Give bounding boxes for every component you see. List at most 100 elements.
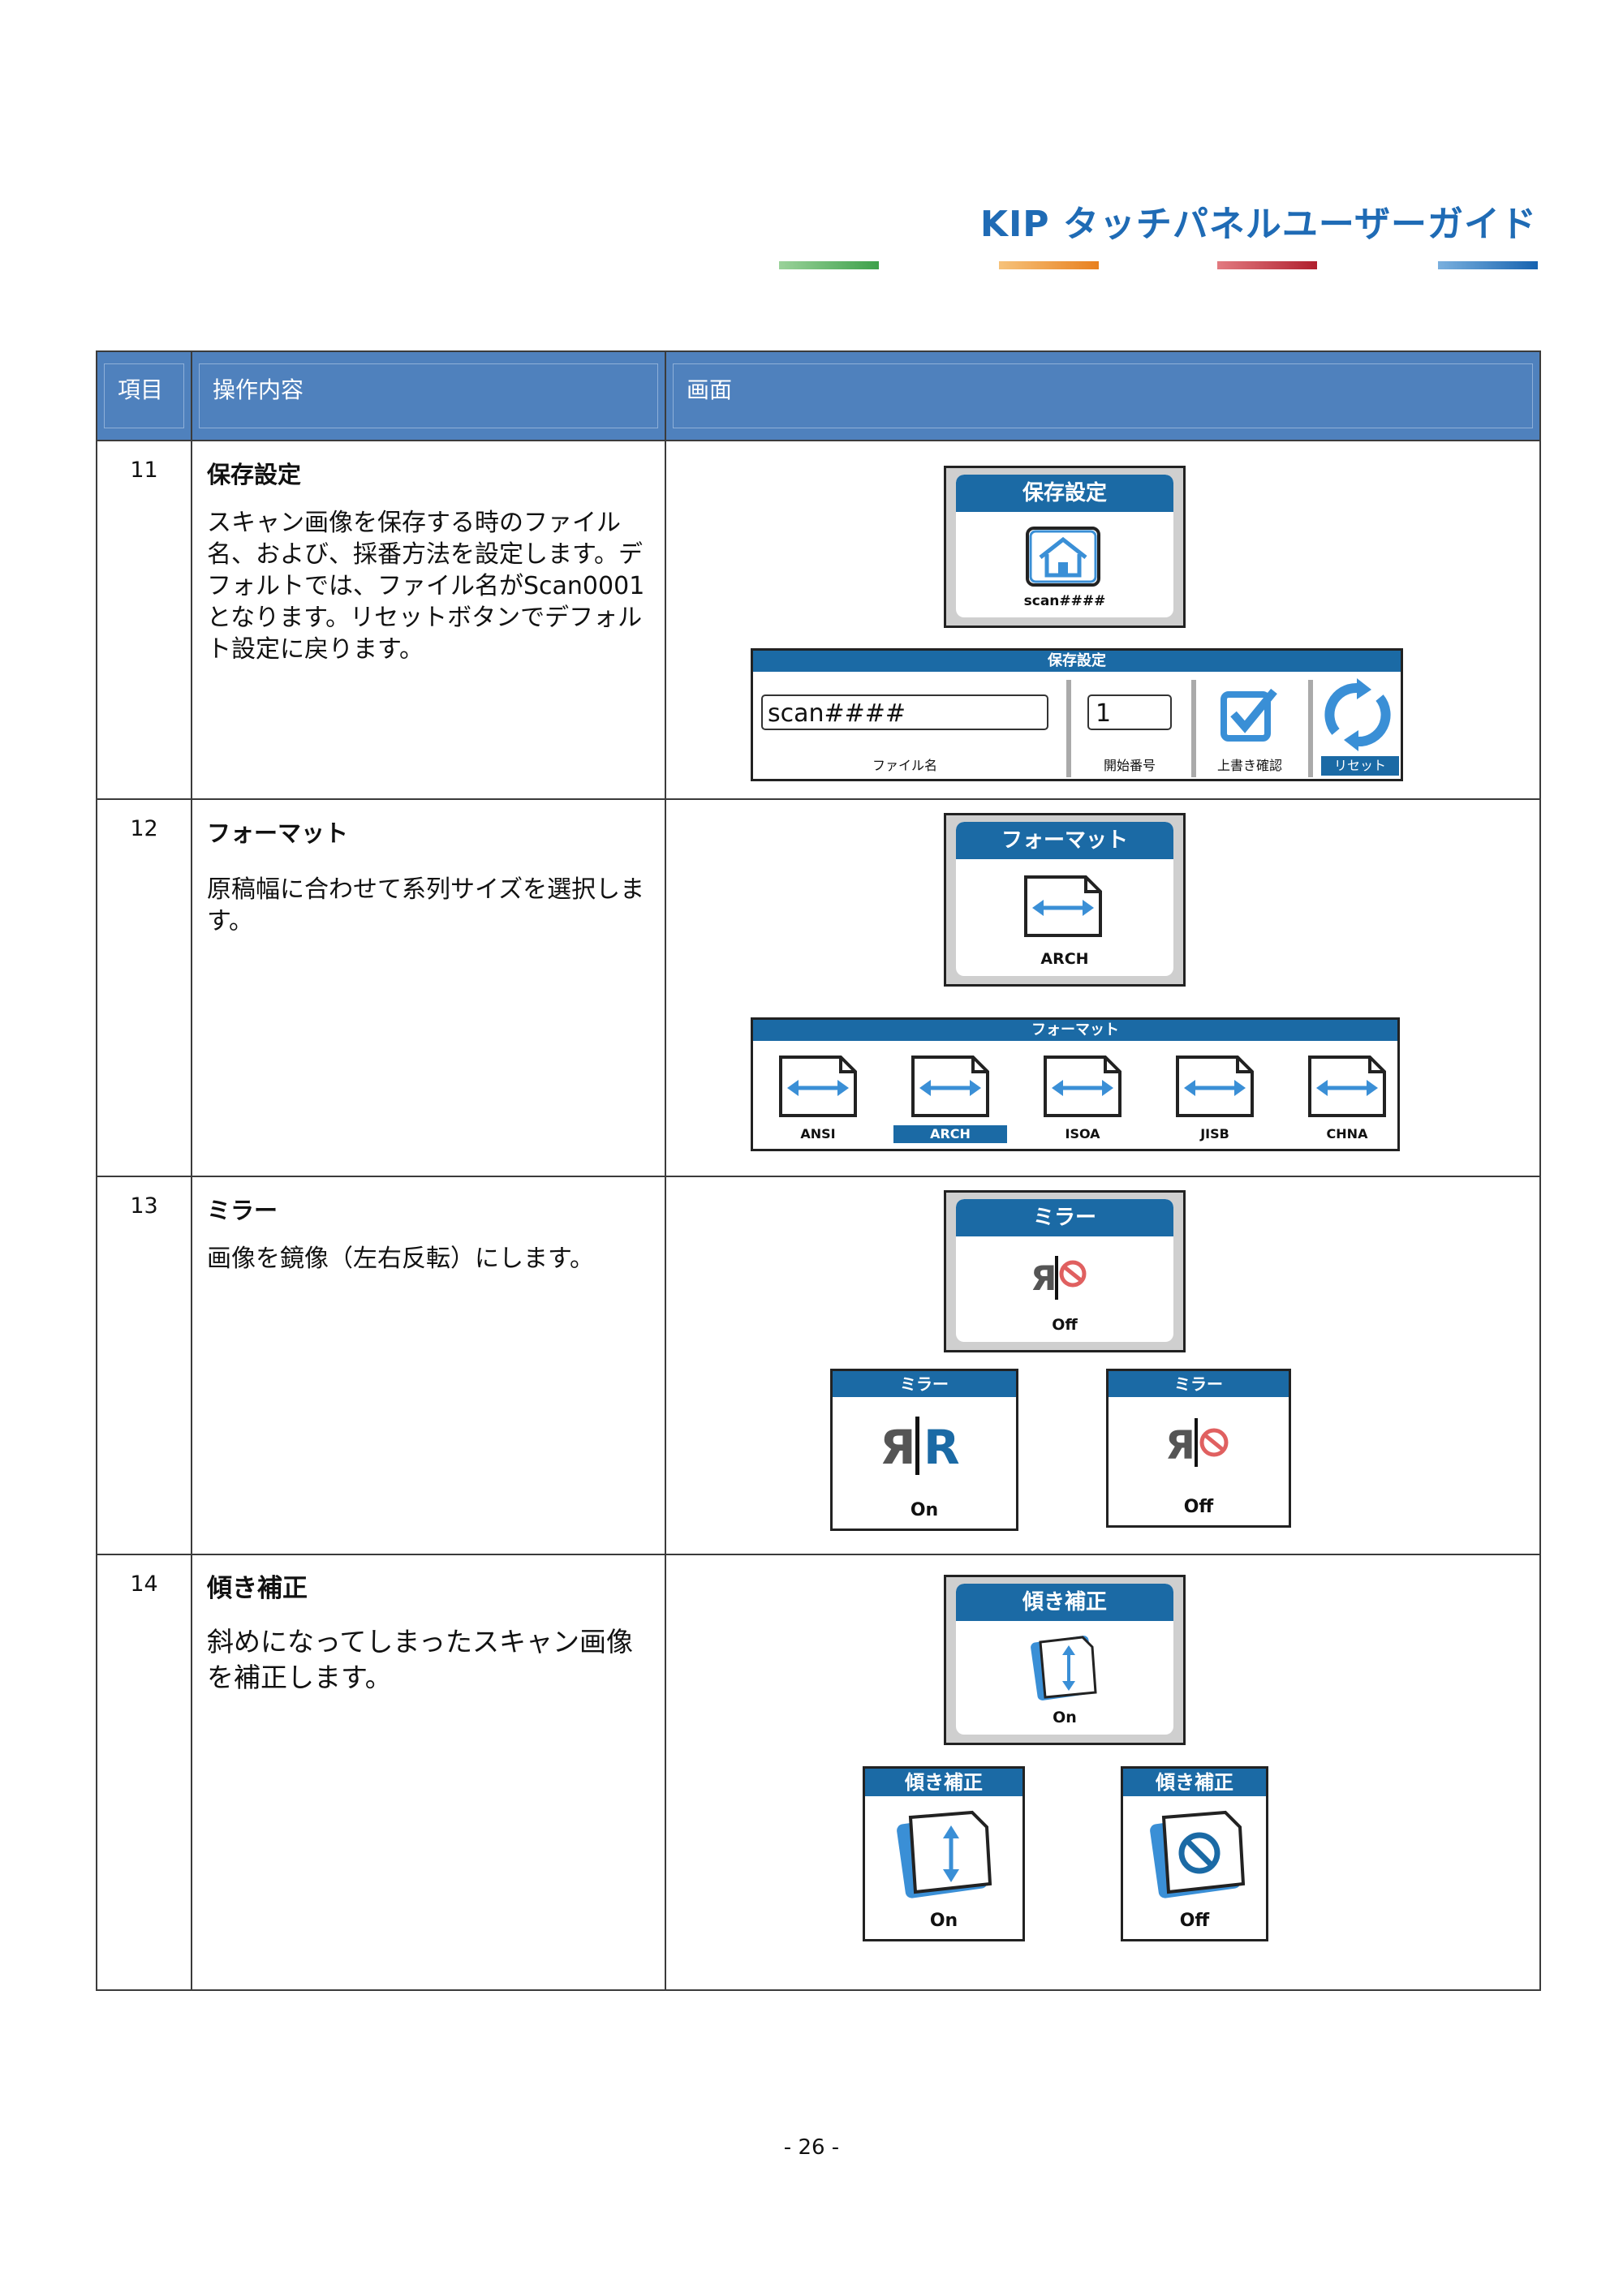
row-number: 11 (96, 440, 192, 800)
width-arrow-icon (779, 1056, 857, 1117)
overwrite-label: 上書き確認 (1216, 758, 1282, 773)
house-icon (1026, 527, 1100, 587)
tile-caption: scan#### (1023, 593, 1106, 609)
tile-header: 保存設定 (956, 475, 1173, 512)
row-description: フォーマット 原稿幅に合わせて系列サイズを選択します。 (191, 798, 666, 1177)
format-option-chna[interactable]: CHNA (1290, 1047, 1404, 1146)
table-row: 13 ミラー 画像を鏡像（左右反転）にします。 ミラー Я Off (96, 1176, 1541, 1555)
save-settings-tile[interactable]: 保存設定 scan#### (944, 466, 1186, 628)
svg-text:Я: Я (880, 1420, 916, 1475)
row-text: 斜めになってしまったスキャン画像を補正します。 (207, 1626, 634, 1693)
checkbox-icon[interactable] (1219, 685, 1281, 746)
panel-caption: Off (1179, 1911, 1210, 1931)
panel-header: 保存設定 (753, 651, 1401, 672)
format-panel: フォーマット ANSI ARCH ISOA JISB CHNA (751, 1017, 1400, 1151)
width-arrow-icon (1308, 1056, 1386, 1117)
row-screen: 傾き補正 On 傾き補正 (665, 1554, 1541, 1991)
row-number: 12 (96, 798, 192, 1177)
deskew-tile[interactable]: 傾き補正 On (944, 1575, 1186, 1745)
accent-bar-green (779, 261, 879, 269)
header-screen: 画面 (665, 350, 1541, 441)
panel-header: ミラー (833, 1371, 1016, 1397)
svg-text:R: R (923, 1420, 960, 1475)
tile-caption: ARCH (1040, 950, 1089, 968)
reset-button[interactable]: リセット (1321, 756, 1399, 776)
mirror-off-panel[interactable]: ミラー Я Off (1106, 1369, 1291, 1528)
row-description: ミラー 画像を鏡像（左右反転）にします。 (191, 1176, 666, 1555)
format-option-label: ARCH (893, 1125, 1007, 1143)
width-arrow-icon (1176, 1056, 1254, 1117)
table-row: 12 フォーマット 原稿幅に合わせて系列サイズを選択します。 フォーマット AR… (96, 798, 1541, 1177)
row-screen: 保存設定 scan#### 保存設定 scan#### ファイル名 1 (665, 440, 1541, 800)
format-option-ansi[interactable]: ANSI (761, 1047, 875, 1146)
reset-icon[interactable] (1321, 678, 1394, 751)
format-option-isoa[interactable]: ISOA (1026, 1047, 1139, 1146)
accent-bar-red (1217, 261, 1317, 269)
format-tile[interactable]: フォーマット ARCH (944, 813, 1186, 987)
row-text: 画像を鏡像（左右反転）にします。 (207, 1245, 594, 1273)
row-number: 14 (96, 1554, 192, 1991)
row-text: スキャン画像を保存する時のファイル名、および、採番方法を設定します。デフォルトで… (207, 509, 645, 664)
table-row: 11 保存設定 スキャン画像を保存する時のファイル名、および、採番方法を設定しま… (96, 440, 1541, 800)
format-option-label: ANSI (800, 1126, 836, 1142)
divider (1308, 680, 1313, 777)
tile-caption: On (1053, 1709, 1077, 1726)
svg-text:Я: Я (1031, 1258, 1057, 1298)
divider (1191, 680, 1196, 777)
format-option-label: CHNA (1326, 1126, 1368, 1142)
save-settings-panel: 保存設定 scan#### ファイル名 1 開始番号 上書き確認 (751, 648, 1403, 781)
table-row: 14 傾き補正 斜めになってしまったスキャン画像を補正します。 傾き補正 On (96, 1554, 1541, 1991)
row-description: 傾き補正 斜めになってしまったスキャン画像を補正します。 (191, 1554, 666, 1991)
width-arrow-icon (1044, 1056, 1121, 1117)
panel-header: 傾き補正 (865, 1769, 1022, 1796)
format-options: ANSI ARCH ISOA JISB CHNA (761, 1047, 1389, 1150)
tile-caption: Off (1052, 1316, 1078, 1334)
format-option-arch[interactable]: ARCH (893, 1047, 1007, 1146)
table-header-row: 項目 操作内容 画面 (96, 350, 1541, 441)
svg-text:Я: Я (1165, 1423, 1195, 1468)
row-text: 原稿幅に合わせて系列サイズを選択します。 (207, 875, 645, 935)
tile-header: フォーマット (956, 822, 1173, 859)
page-number: - 26 - (783, 2135, 840, 2160)
file-name-input[interactable]: scan#### (761, 694, 1048, 730)
row-number: 13 (96, 1176, 192, 1555)
deskew-on-panel[interactable]: 傾き補正 On (863, 1766, 1025, 1941)
mirror-on-panel[interactable]: ミラー Я R On (830, 1369, 1018, 1531)
row-title: ミラー (207, 1197, 278, 1224)
panel-header: フォーマット (753, 1020, 1397, 1041)
deskew-icon (1031, 1636, 1097, 1701)
deskew-icon (897, 1810, 992, 1898)
header-operation: 操作内容 (191, 350, 666, 441)
deskew-off-icon (1150, 1810, 1246, 1898)
divider (1066, 680, 1071, 777)
row-screen: フォーマット ARCH フォーマット ANSI ARCH ISOA JISB CHNA (665, 798, 1541, 1177)
row-title: 傾き補正 (207, 1574, 308, 1603)
tile-header: 傾き補正 (956, 1584, 1173, 1621)
deskew-off-panel[interactable]: 傾き補正 Off (1121, 1766, 1268, 1941)
format-option-jisb[interactable]: JISB (1158, 1047, 1272, 1146)
mirror-off-icon: Я (1165, 1418, 1229, 1468)
mirror-tile[interactable]: ミラー Я Off (944, 1190, 1186, 1352)
format-option-label: JISB (1200, 1126, 1229, 1142)
panel-header: ミラー (1109, 1371, 1289, 1397)
start-number-input[interactable]: 1 (1087, 694, 1172, 730)
format-option-label: ISOA (1065, 1126, 1100, 1142)
row-title: 保存設定 (207, 461, 302, 488)
tile-header: ミラー (956, 1199, 1173, 1236)
header-item: 項目 (96, 350, 192, 441)
panel-caption: On (929, 1911, 958, 1931)
row-screen: ミラー Я Off ミラー Я R On (665, 1176, 1541, 1555)
accent-bar-orange (999, 261, 1099, 269)
mirror-on-icon: Я R (880, 1417, 960, 1475)
mirror-off-icon: Я (1031, 1256, 1087, 1300)
row-title: フォーマット (207, 819, 349, 847)
panel-header: 傾き補正 (1123, 1769, 1266, 1796)
panel-caption: On (910, 1500, 939, 1520)
start-number-label: 開始番号 (1103, 758, 1156, 773)
row-description: 保存設定 スキャン画像を保存する時のファイル名、および、採番方法を設定します。デ… (191, 440, 666, 800)
file-name-label: ファイル名 (872, 758, 937, 773)
accent-bar-blue (1438, 261, 1538, 269)
operations-table: 項目 操作内容 画面 11 保存設定 スキャン画像を保存する時のファイル名、およ… (96, 350, 1541, 1991)
document-title: KIP タッチパネルユーザーガイド (979, 204, 1537, 245)
width-arrow-icon (1024, 875, 1102, 937)
